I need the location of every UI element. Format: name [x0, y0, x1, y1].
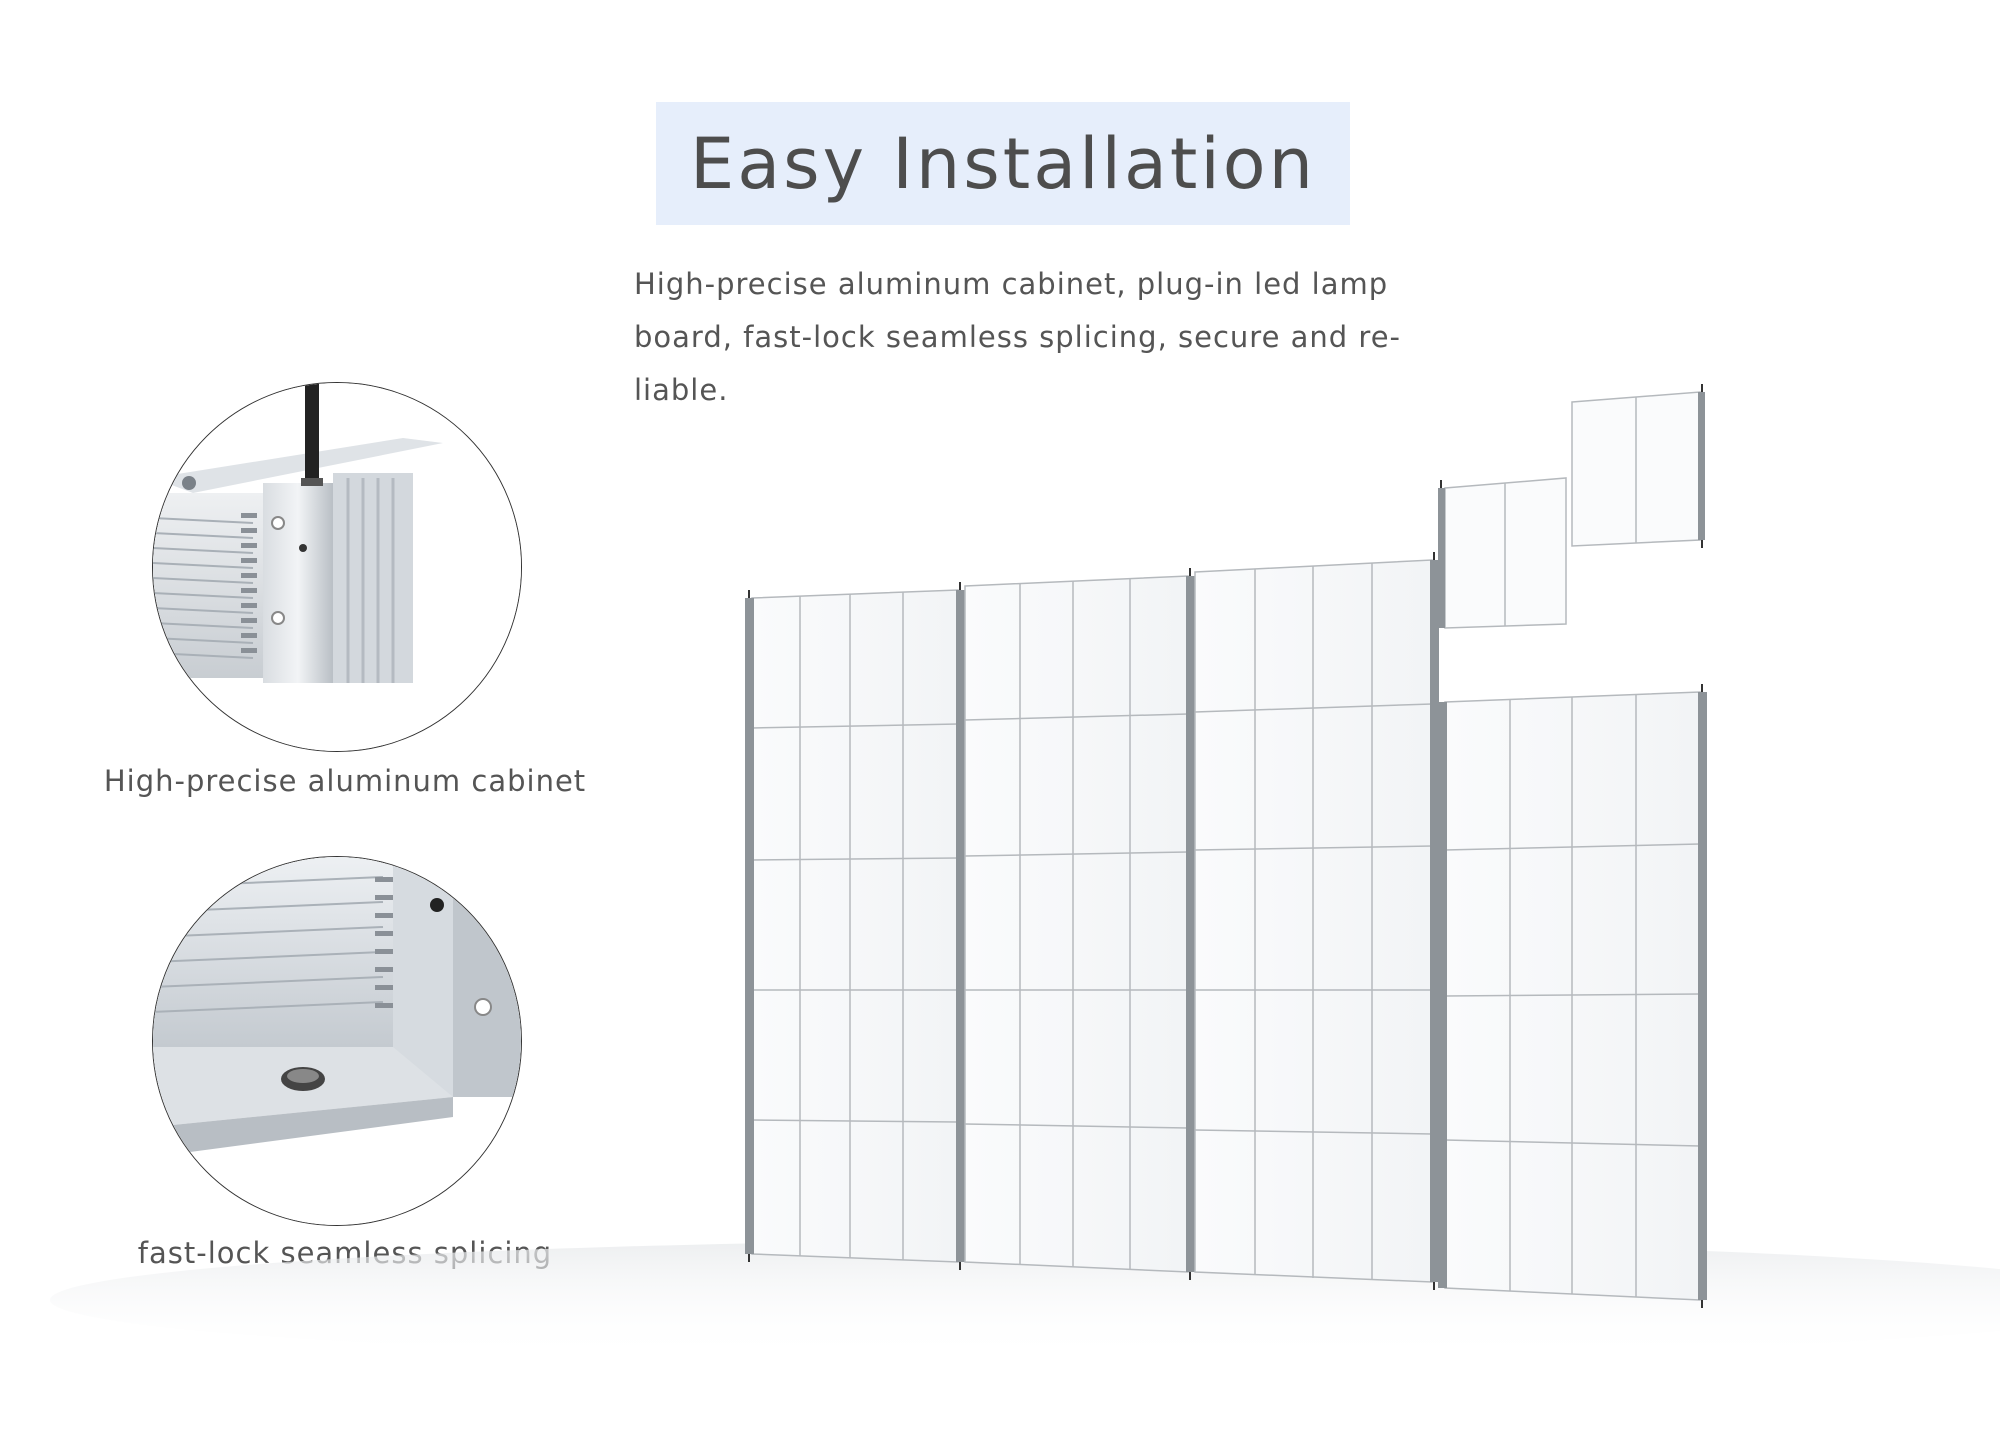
- description-line: board, fast-lock seamless splicing, secu…: [634, 320, 1402, 354]
- detail-caption-cabinet: High-precise aluminum cabinet: [103, 764, 587, 798]
- description-line: High-precise aluminum cabinet, plug-in l…: [634, 267, 1389, 301]
- aluminum-cabinet-closeup-image: [152, 382, 522, 752]
- floating-panel-1: [1438, 477, 1567, 629]
- screen-column-3: [1194, 559, 1439, 1283]
- description-line: liable.: [634, 373, 729, 407]
- title-banner: Easy Installation: [656, 102, 1350, 225]
- floating-panel-2: [1571, 391, 1705, 547]
- screen-column-1: [745, 589, 965, 1263]
- screen-column-4: [1438, 691, 1707, 1301]
- description: High-precise aluminum cabinet, plug-in l…: [634, 258, 1414, 417]
- fast-lock-closeup-image: [152, 856, 522, 1226]
- page-title: Easy Installation: [690, 122, 1316, 205]
- screen-column-2: [964, 575, 1195, 1273]
